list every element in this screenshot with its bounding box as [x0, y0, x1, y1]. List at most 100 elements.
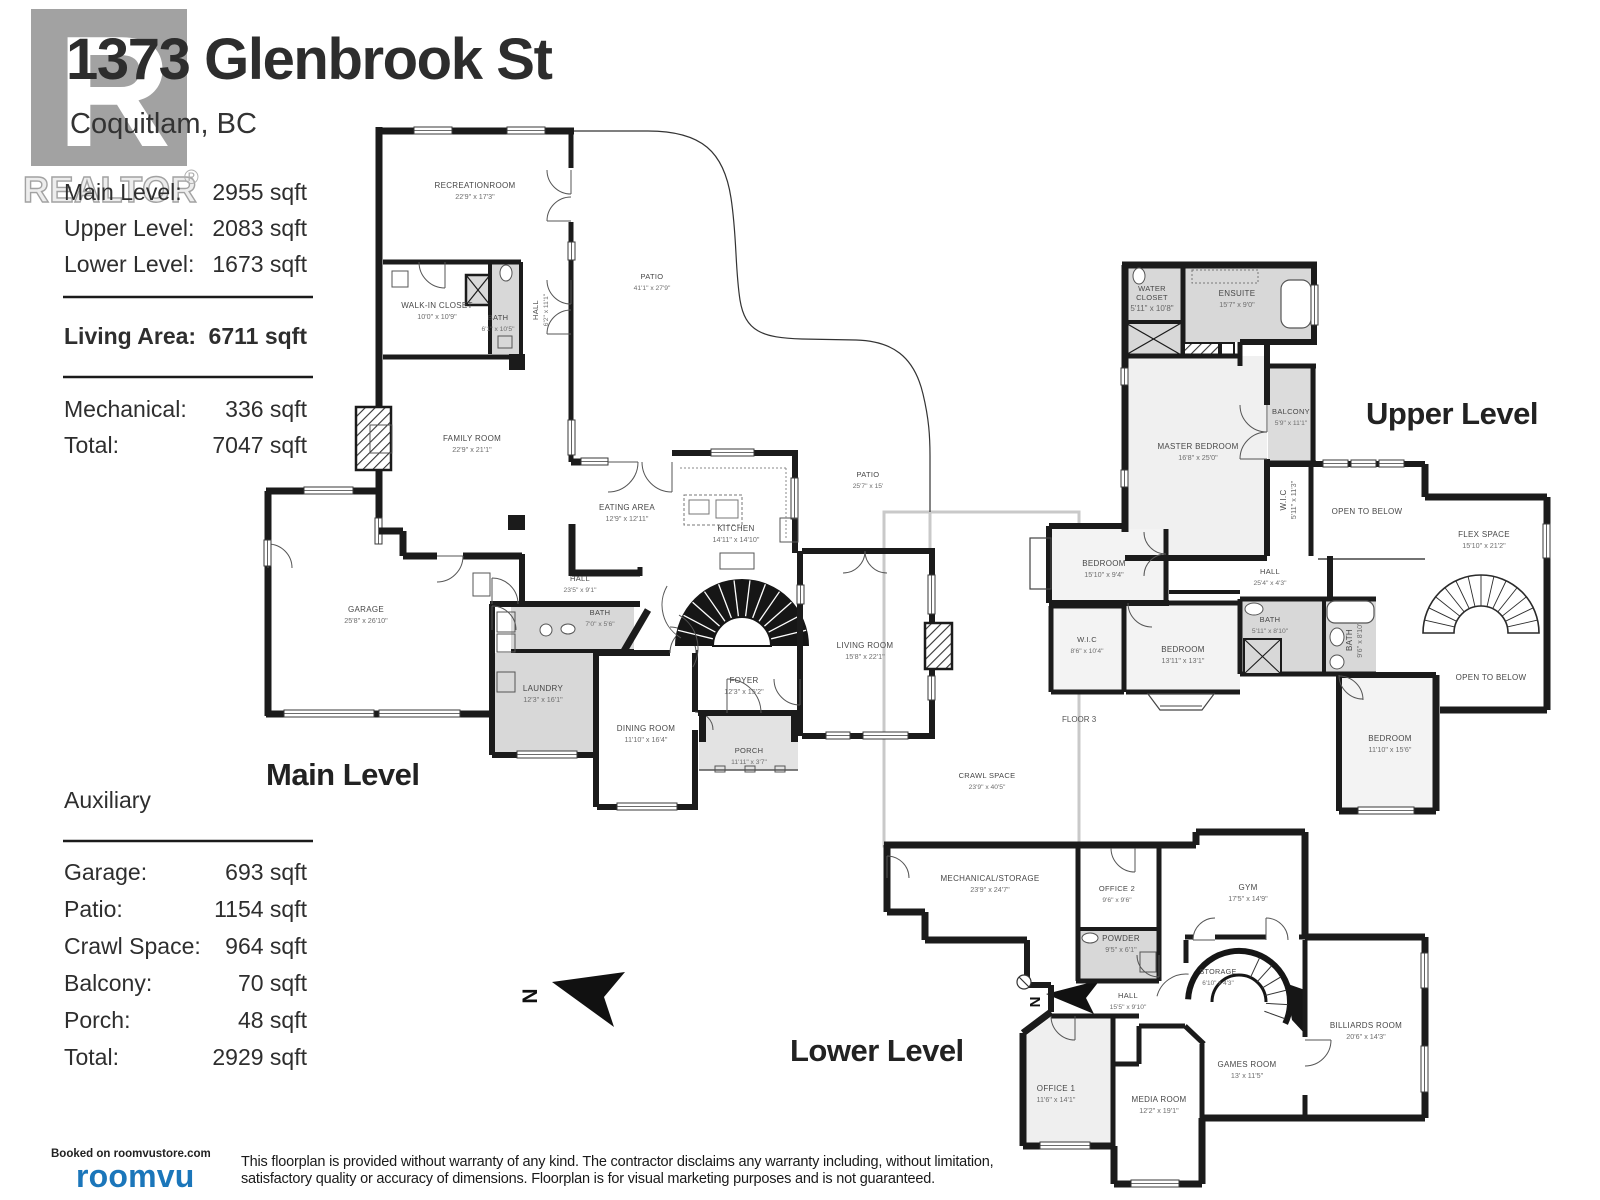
svg-text:BATH: BATH: [488, 313, 509, 322]
svg-text:CLOSET: CLOSET: [1136, 293, 1168, 302]
svg-text:LIVING ROOM: LIVING ROOM: [837, 641, 894, 650]
svg-text:Main Level:: Main Level:: [64, 179, 182, 205]
svg-text:12'3" x 16'1": 12'3" x 16'1": [523, 695, 563, 704]
svg-text:Booked on roomvustore.com: Booked on roomvustore.com: [51, 1148, 211, 1160]
svg-text:LAUNDRY: LAUNDRY: [523, 684, 564, 693]
svg-text:12'2" x 19'1": 12'2" x 19'1": [1139, 1106, 1179, 1115]
svg-text:FLOOR 3: FLOOR 3: [1062, 715, 1097, 724]
svg-text:23'9" x 40'5": 23'9" x 40'5": [969, 784, 1006, 791]
svg-text:MASTER BEDROOM: MASTER BEDROOM: [1157, 442, 1238, 451]
svg-text:41'1" x 27'9": 41'1" x 27'9": [634, 285, 671, 292]
svg-text:7'0" x 5'6": 7'0" x 5'6": [585, 621, 615, 628]
svg-text:N: N: [519, 988, 542, 1003]
svg-text:5'11" x 10'8": 5'11" x 10'8": [1130, 304, 1173, 313]
svg-text:6'10" x 4'3": 6'10" x 4'3": [1202, 980, 1234, 987]
svg-text:OFFICE 2: OFFICE 2: [1099, 884, 1135, 893]
svg-text:Upper Level:: Upper Level:: [64, 215, 194, 241]
svg-text:PORCH: PORCH: [735, 746, 764, 755]
svg-text:FLEX SPACE: FLEX SPACE: [1458, 530, 1510, 539]
svg-text:25'4" x 4'3": 25'4" x 4'3": [1254, 580, 1288, 587]
svg-text:2955 sqft: 2955 sqft: [212, 179, 307, 205]
svg-text:6'1" x 10'5": 6'1" x 10'5": [482, 326, 516, 333]
svg-text:CRAWL SPACE: CRAWL SPACE: [959, 771, 1016, 780]
svg-text:WALK-IN CLOSET: WALK-IN CLOSET: [401, 301, 472, 310]
svg-text:HALL: HALL: [1118, 991, 1138, 1000]
svg-text:13' x 11'5": 13' x 11'5": [1231, 1071, 1264, 1080]
svg-text:Auxiliary: Auxiliary: [64, 787, 151, 813]
svg-text:25'8" x 26'10": 25'8" x 26'10": [344, 616, 388, 625]
svg-text:roomvu: roomvu: [76, 1158, 195, 1194]
svg-text:5'9" x 11'1": 5'9" x 11'1": [1275, 420, 1308, 427]
svg-text:23'5" x 9'1": 23'5" x 9'1": [564, 587, 598, 594]
svg-text:693 sqft: 693 sqft: [225, 859, 307, 885]
svg-text:12'9" x 12'11": 12'9" x 12'11": [606, 514, 649, 523]
svg-text:1673 sqft: 1673 sqft: [212, 251, 307, 277]
svg-text:11'6" x 14'1": 11'6" x 14'1": [1037, 1095, 1076, 1104]
svg-text:12'3" x 15'2": 12'3" x 15'2": [724, 687, 764, 696]
svg-text:15'5" x 9'10": 15'5" x 9'10": [1110, 1004, 1147, 1011]
svg-text:R: R: [57, 4, 171, 180]
svg-text:9'6" x 8'10": 9'6" x 8'10": [1355, 622, 1364, 658]
svg-text:GAMES ROOM: GAMES ROOM: [1217, 1060, 1276, 1069]
svg-text:10'0" x 10'9": 10'0" x 10'9": [417, 312, 457, 321]
svg-text:Patio:: Patio:: [64, 896, 123, 922]
svg-text:PATIO: PATIO: [641, 272, 664, 281]
svg-text:14'11" x 14'10": 14'11" x 14'10": [713, 535, 760, 544]
svg-text:OFFICE 1: OFFICE 1: [1037, 1084, 1076, 1093]
svg-text:EATING AREA: EATING AREA: [599, 503, 655, 512]
svg-text:22'9" x 17'3": 22'9" x 17'3": [455, 192, 495, 201]
svg-text:9'5" x 6'1": 9'5" x 6'1": [1105, 945, 1137, 954]
svg-text:GYM: GYM: [1238, 883, 1257, 892]
svg-text:9'6" x 9'6": 9'6" x 9'6": [1102, 897, 1132, 904]
svg-text:Total:: Total:: [64, 1044, 119, 1070]
svg-text:W.I.C: W.I.C: [1077, 635, 1097, 644]
svg-text:WATER: WATER: [1138, 284, 1166, 293]
svg-text:BEDROOM: BEDROOM: [1368, 734, 1411, 743]
svg-text:11'10" x 15'6": 11'10" x 15'6": [1369, 745, 1412, 754]
svg-text:W.I.C: W.I.C: [1279, 489, 1288, 510]
svg-text:11'10" x 16'4": 11'10" x 16'4": [625, 735, 668, 744]
svg-text:Mechanical:: Mechanical:: [64, 396, 187, 422]
svg-text:satisfactory quality or accura: satisfactory quality or accuracy of dime…: [241, 1171, 935, 1187]
svg-text:HALL: HALL: [570, 574, 590, 583]
svg-text:11'11" x 3'7": 11'11" x 3'7": [731, 759, 767, 766]
svg-text:Living Area:: Living Area:: [64, 323, 196, 349]
svg-text:BATH: BATH: [1260, 615, 1281, 624]
svg-text:OPEN TO BELOW: OPEN TO BELOW: [1332, 507, 1403, 516]
svg-text:2083 sqft: 2083 sqft: [212, 215, 307, 241]
svg-text:RECREATIONROOM: RECREATIONROOM: [435, 181, 516, 190]
svg-text:17'5" x 14'9": 17'5" x 14'9": [1228, 894, 1268, 903]
svg-text:MEDIA ROOM: MEDIA ROOM: [1131, 1095, 1186, 1104]
svg-text:25'7" x 15': 25'7" x 15': [853, 483, 884, 490]
svg-text:Garage:: Garage:: [64, 859, 147, 885]
svg-text:Balcony:: Balcony:: [64, 970, 152, 996]
svg-text:POWDER: POWDER: [1102, 934, 1140, 943]
svg-text:OPEN TO BELOW: OPEN TO BELOW: [1456, 673, 1527, 682]
svg-text:70 sqft: 70 sqft: [238, 970, 308, 996]
svg-text:DINING ROOM: DINING ROOM: [617, 724, 675, 733]
svg-text:23'9" x 24'7": 23'9" x 24'7": [970, 885, 1010, 894]
svg-text:FAMILY ROOM: FAMILY ROOM: [443, 434, 501, 443]
svg-text:FOYER: FOYER: [729, 676, 758, 685]
svg-text:964 sqft: 964 sqft: [225, 933, 307, 959]
svg-text:BALCONY: BALCONY: [1272, 407, 1310, 416]
svg-text:7047 sqft: 7047 sqft: [212, 432, 307, 458]
svg-text:15'10" x 9'4": 15'10" x 9'4": [1084, 570, 1124, 579]
svg-text:Total:: Total:: [64, 432, 119, 458]
svg-text:48 sqft: 48 sqft: [238, 1007, 308, 1033]
svg-text:15'7" x 9'0": 15'7" x 9'0": [1219, 300, 1255, 309]
svg-text:15'8" x 22'1": 15'8" x 22'1": [845, 652, 885, 661]
svg-text:Porch:: Porch:: [64, 1007, 130, 1033]
svg-text:5'11" x 11'3": 5'11" x 11'3": [1289, 480, 1298, 519]
svg-text:BATH: BATH: [1345, 629, 1354, 651]
svg-text:1154 sqft: 1154 sqft: [214, 896, 308, 922]
svg-text:STORAGE: STORAGE: [1199, 967, 1236, 976]
svg-text:6'2" x 11'1": 6'2" x 11'1": [543, 293, 550, 326]
svg-text:ENSUITE: ENSUITE: [1219, 289, 1256, 298]
svg-text:16'8" x 25'0": 16'8" x 25'0": [1178, 453, 1218, 462]
svg-text:Upper Level: Upper Level: [1366, 396, 1538, 431]
svg-text:Main Level: Main Level: [266, 757, 420, 792]
svg-text:KITCHEN: KITCHEN: [717, 524, 754, 533]
svg-text:HALL: HALL: [1260, 567, 1280, 576]
svg-text:Lower Level: Lower Level: [790, 1033, 964, 1068]
